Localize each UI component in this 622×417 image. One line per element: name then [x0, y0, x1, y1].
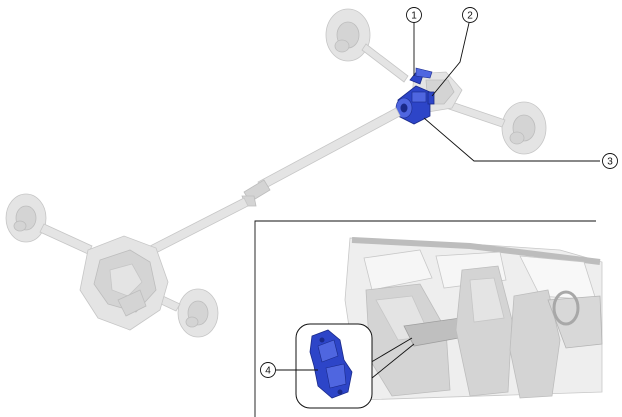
callout-2: 2: [431, 7, 478, 97]
front-axle-assembly: [5, 193, 219, 338]
front-right-brake-disc: [177, 288, 219, 338]
rear-left-halfshaft: [361, 43, 409, 83]
steering-wheel: [552, 290, 580, 326]
upper-bracket: [409, 67, 433, 85]
front-left-brake-disc: [5, 193, 47, 243]
front-left-halfshaft: [39, 223, 93, 255]
rear-window: [363, 249, 433, 291]
callout-2-label: 2: [467, 11, 473, 22]
coupling-unit: [395, 85, 431, 125]
callout-1-label: 1: [411, 11, 417, 22]
callout-3-label: 3: [607, 157, 613, 168]
rear-left-brake-disc: [325, 8, 371, 62]
rear-right-brake-disc: [501, 101, 547, 155]
side-mount: [427, 91, 435, 105]
dashboard: [547, 295, 603, 349]
interior-inset: [254, 220, 603, 417]
callout-3: 3: [423, 117, 618, 169]
module-zoom: [295, 323, 415, 409]
inset-frame: [254, 220, 596, 417]
driver-seat: [509, 289, 561, 399]
callout-4-label: 4: [265, 366, 271, 377]
control-module: [309, 329, 353, 399]
callout-4: 4: [260, 362, 318, 378]
callout-1: 1: [406, 7, 422, 76]
propeller-shaft: [149, 107, 401, 255]
